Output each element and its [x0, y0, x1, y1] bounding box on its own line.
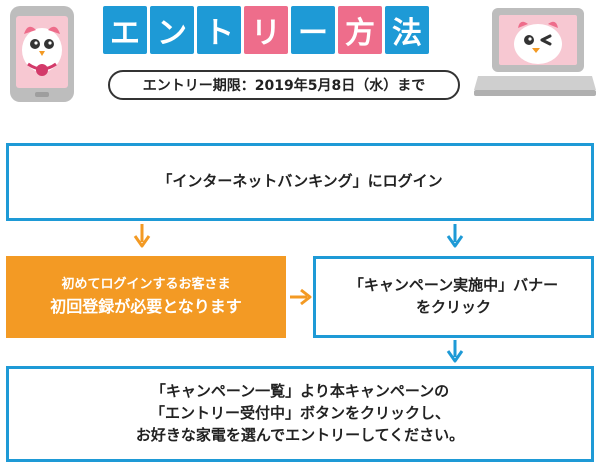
- registration-required-note: 初回登録が必要となります: [50, 297, 242, 317]
- step-final-box: 「キャンペーン一覧」より本キャンペーンの 「エントリー受付中」ボタンをクリックし…: [6, 366, 594, 462]
- page-title: エ ン ト リ ー 方 法: [103, 6, 429, 56]
- first-time-note: 初めてログインするお客さま: [61, 276, 231, 292]
- title-char: エ: [103, 6, 147, 54]
- title-char: リ: [244, 6, 288, 54]
- step-banner-text-2: をクリック: [415, 298, 491, 316]
- step-banner-box: 「キャンペーン実施中」バナー をクリック: [313, 256, 594, 338]
- title-char: 法: [385, 6, 429, 54]
- title-char: 方: [338, 6, 382, 54]
- arrow-down-icon: [446, 224, 464, 248]
- step-final-text-2: 「エントリー受付中」ボタンをクリックし、: [149, 404, 450, 423]
- step-banner-text-1: 「キャンペーン実施中」バナー: [348, 276, 559, 295]
- step-final-text-1: 「キャンペーン一覧」より本キャンペーンの: [150, 382, 450, 401]
- entry-deadline: エントリー期限：2019年5月8日（水）まで: [108, 70, 460, 100]
- first-time-registration-box: 初めてログインするお客さま 初回登録が必要となります: [6, 256, 286, 338]
- arrow-down-icon: [133, 224, 151, 248]
- step-login-text: 「インターネットバンキング」にログイン: [157, 172, 443, 191]
- title-char: ン: [150, 6, 194, 54]
- step-final-text-3: お好きな家電を選んでエントリーしてください。: [135, 425, 465, 444]
- step-login-box: 「インターネットバンキング」にログイン: [6, 143, 594, 221]
- laptop-owl-icon: [474, 8, 596, 96]
- title-char: ー: [291, 6, 335, 54]
- arrow-right-icon: [290, 288, 312, 306]
- arrow-down-icon: [446, 340, 464, 363]
- smartphone-owl-icon: [10, 6, 74, 102]
- title-char: ト: [197, 6, 241, 54]
